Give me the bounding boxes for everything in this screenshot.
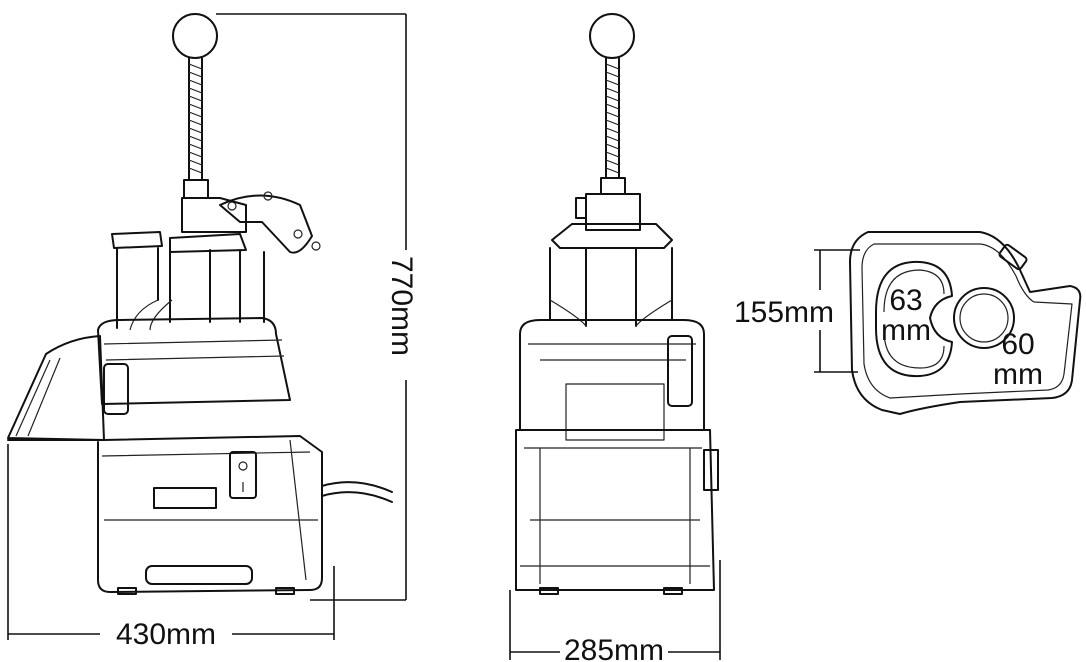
side-pusher-housing	[181, 197, 247, 233]
side-pusher-shaft	[188, 57, 203, 181]
side-pusher-knob	[172, 13, 218, 59]
top-view	[849, 231, 1082, 415]
front-feed-tube	[549, 247, 673, 327]
front-pusher-shaft	[605, 57, 620, 179]
top-large-feed-hole	[875, 260, 953, 378]
side-motor-base	[7, 435, 323, 593]
front-pusher-knob	[589, 13, 635, 59]
side-lid-latch	[103, 363, 129, 415]
side-power-switch	[229, 451, 257, 499]
small-hole-label-value: 60	[1001, 328, 1034, 361]
side-large-tube-cap	[169, 233, 247, 253]
front-view	[515, 13, 719, 595]
side-view	[7, 13, 393, 595]
front-width-dimension-label: 285mm	[564, 634, 664, 662]
large-hole-label-value: 63	[889, 284, 922, 317]
chute-height-dimension-label: 155mm	[734, 296, 834, 329]
side-collar	[183, 179, 209, 199]
front-lid-latch	[667, 335, 693, 407]
small-hole-label-unit: mm	[993, 358, 1043, 391]
side-nameplate	[153, 487, 217, 509]
side-discharge-chute	[7, 335, 105, 441]
side-spring-coils	[188, 63, 203, 174]
top-lid-outline	[849, 231, 1082, 415]
side-base-handle	[145, 565, 253, 585]
top-lid-tab	[998, 243, 1028, 271]
top-small-feed-hole	[953, 287, 1015, 349]
side-small-tube-cap	[111, 231, 163, 249]
side-width-dimension-label: 430mm	[116, 618, 216, 651]
side-lid	[97, 317, 291, 405]
front-lid	[519, 319, 705, 431]
side-large-tube	[169, 249, 241, 323]
dimension-lines	[7, 13, 860, 660]
front-lid-top	[551, 223, 673, 249]
front-motor-base	[515, 429, 715, 591]
side-lever-arm	[219, 194, 313, 254]
large-hole-label-unit: mm	[881, 314, 931, 347]
height-dimension-label: 770mm	[385, 256, 418, 356]
side-power-cord	[321, 481, 393, 493]
side-small-tube	[116, 247, 159, 329]
